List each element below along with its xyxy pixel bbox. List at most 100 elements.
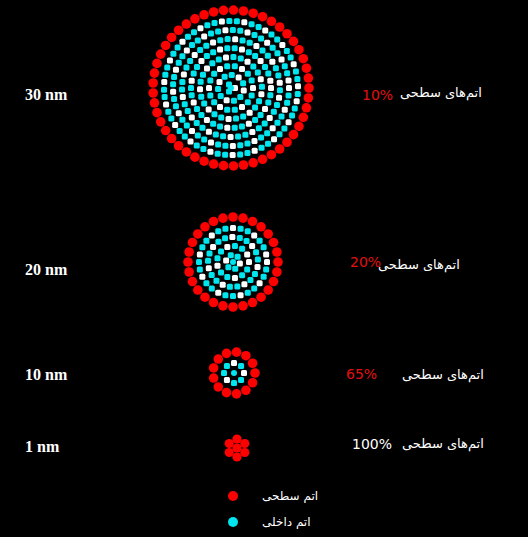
interior-atom (230, 27, 236, 33)
surface-atom (248, 378, 258, 388)
interior-atom (226, 116, 232, 122)
interior-atom (197, 47, 203, 53)
interior-atom (210, 39, 216, 45)
interior-atom (201, 136, 207, 142)
interior-atom (253, 249, 259, 255)
interior-atom (226, 18, 232, 24)
interior-atom (281, 125, 287, 131)
legend-swatch (228, 517, 238, 527)
surface-atom (282, 29, 292, 39)
interior-atom (262, 106, 268, 112)
interior-atom (263, 267, 269, 273)
interior-atom (257, 280, 263, 286)
interior-atom (162, 72, 168, 78)
surface-atom (209, 159, 219, 169)
interior-atom (258, 135, 264, 141)
surface-atom (241, 351, 251, 361)
interior-atom (215, 28, 221, 34)
interior-atom (191, 29, 197, 35)
interior-atom (198, 79, 204, 85)
surface-atom (219, 6, 229, 16)
interior-atom (181, 72, 187, 78)
interior-atom (291, 61, 297, 67)
interior-atom (239, 66, 245, 72)
interior-atom (265, 71, 271, 77)
surface-atom (161, 41, 171, 51)
interior-atom (161, 87, 167, 93)
surface-atom (213, 354, 223, 364)
interior-atom (286, 119, 292, 125)
interior-atom (230, 152, 236, 158)
interior-atom (239, 246, 245, 252)
interior-atom (268, 32, 274, 38)
interior-atom (262, 27, 268, 33)
interior-atom (252, 117, 258, 123)
interior-atom (225, 36, 231, 42)
interior-atom (207, 149, 213, 155)
interior-atom (250, 63, 256, 69)
interior-atom (222, 226, 228, 232)
surface-atom (188, 277, 198, 287)
interior-atom (224, 125, 230, 131)
interior-atom (284, 48, 290, 54)
interior-atom (206, 107, 212, 113)
interior-atom (274, 102, 280, 108)
interior-atom (250, 85, 256, 91)
interior-atom (267, 92, 273, 98)
surface-atom (229, 161, 239, 171)
surface-atom (184, 267, 194, 277)
interior-atom (213, 278, 219, 284)
surface-atom (256, 222, 266, 232)
interior-atom (267, 78, 273, 84)
surface-atom (218, 301, 228, 311)
interior-atom (197, 267, 203, 273)
interior-atom (262, 64, 268, 70)
legend-swatch (228, 491, 238, 501)
surface-atom (232, 452, 241, 461)
interior-atom (240, 37, 246, 43)
interior-atom (264, 40, 270, 46)
interior-atom (262, 121, 268, 127)
interior-atom (179, 86, 185, 92)
interior-atom (195, 37, 201, 43)
interior-atom (227, 284, 233, 290)
interior-atom (240, 80, 246, 86)
interior-atom (265, 99, 271, 105)
surface-atom (248, 217, 258, 227)
interior-atom (198, 58, 204, 64)
interior-atom (224, 63, 230, 69)
interior-atom (274, 50, 280, 56)
surface-atom (199, 156, 209, 166)
surface-atom (248, 298, 258, 308)
interior-atom (224, 274, 230, 280)
nanoparticle (148, 5, 313, 171)
interior-atom (282, 63, 288, 69)
interior-atom (206, 85, 212, 91)
interior-atom (218, 93, 224, 99)
interior-atom (204, 117, 210, 123)
interior-atom (295, 83, 301, 89)
surface-atom (258, 12, 268, 22)
interior-atom (264, 130, 270, 136)
interior-atom (239, 272, 245, 278)
size-label: 20 nm (25, 260, 67, 279)
interior-atom (277, 131, 283, 137)
interior-atom (224, 377, 230, 383)
interior-atom (194, 106, 200, 112)
interior-atom (222, 143, 228, 149)
surface-atom (156, 49, 166, 59)
interior-atom (232, 45, 238, 51)
interior-atom (238, 56, 244, 62)
surface-atom (219, 161, 229, 171)
interior-atom (195, 133, 201, 139)
surface-atom (272, 267, 282, 277)
interior-atom (275, 72, 281, 78)
surface-atom (232, 347, 242, 357)
interior-atom (270, 45, 276, 51)
interior-atom (207, 250, 213, 256)
surface-atom (148, 78, 158, 88)
interior-atom (176, 60, 182, 66)
interior-atom (222, 152, 228, 158)
interior-atom (179, 79, 185, 85)
interior-atom (232, 107, 238, 113)
